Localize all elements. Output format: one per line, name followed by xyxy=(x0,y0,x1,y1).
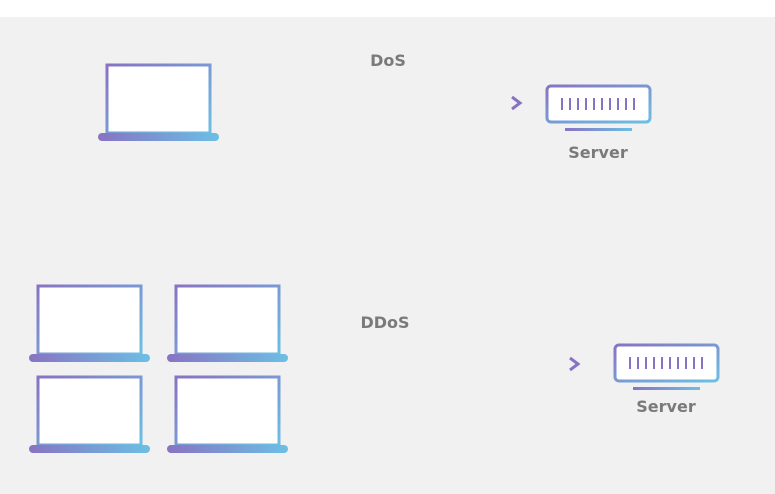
dos-server-icon xyxy=(545,84,652,131)
ddos-server-label: Server xyxy=(636,397,696,416)
dos-label: DoS xyxy=(370,51,406,70)
dos-server-label: Server xyxy=(568,143,628,162)
ddos-arrow xyxy=(300,356,581,372)
ddos-laptop-icon xyxy=(29,375,150,453)
ddos-laptop-icon xyxy=(29,284,150,362)
dos-ddos-diagram: DoS Server DDoS Server xyxy=(0,17,775,494)
ddos-server-icon xyxy=(613,343,720,390)
ddos-label: DDoS xyxy=(360,313,410,332)
dos-laptop-icon xyxy=(98,63,219,141)
dos-arrow xyxy=(245,95,523,111)
ddos-laptop-icon xyxy=(167,284,288,362)
ddos-laptop-icon xyxy=(167,375,288,453)
diagram-graphics xyxy=(29,63,720,453)
